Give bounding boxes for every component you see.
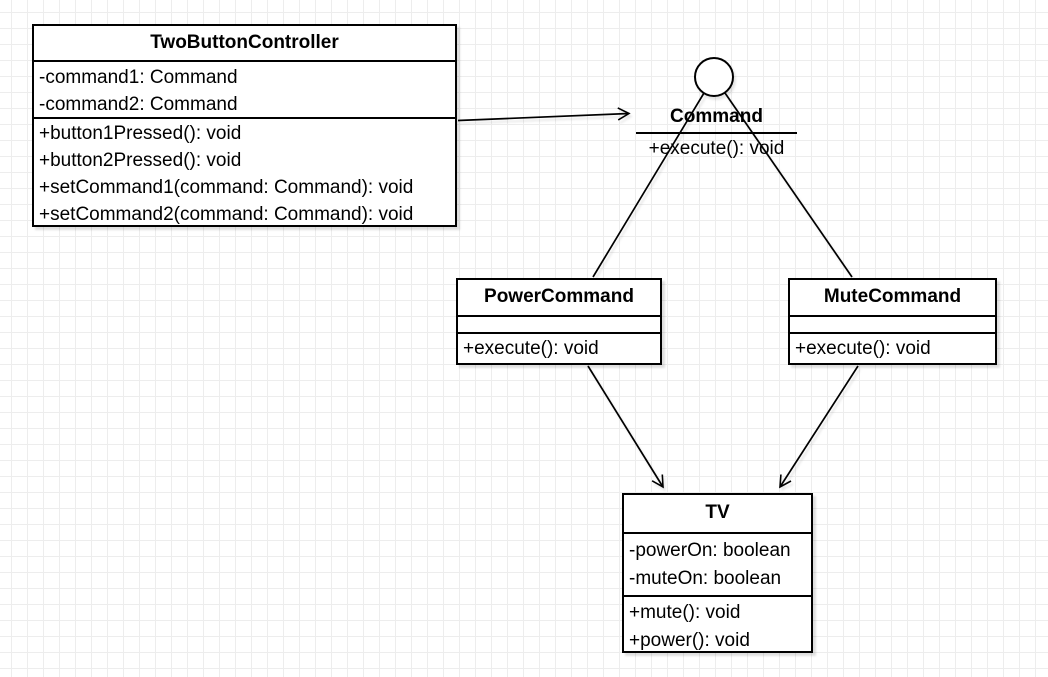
class-attributes: -powerOn: boolean -muteOn: boolean xyxy=(624,534,811,597)
edge-powercommand-to-command[interactable] xyxy=(592,92,705,278)
class-attributes: -command1: Command -command2: Command xyxy=(34,62,455,119)
attribute-line: -command2: Command xyxy=(39,94,238,115)
class-methods: +execute(): void xyxy=(458,334,660,363)
method-line: +power(): void xyxy=(629,630,750,651)
class-twobuttoncontroller[interactable]: TwoButtonController -command1: Command -… xyxy=(32,24,457,227)
class-methods: +button1Pressed(): void +button2Pressed(… xyxy=(34,119,455,225)
class-title: TV xyxy=(624,495,811,534)
attribute-line: -command1: Command xyxy=(39,67,238,88)
class-mutecommand[interactable]: MuteCommand +execute(): void xyxy=(788,278,997,365)
class-tv[interactable]: TV -powerOn: boolean -muteOn: boolean +m… xyxy=(622,493,813,653)
attribute-line: -muteOn: boolean xyxy=(629,568,782,589)
edge-mutecommand-to-command[interactable] xyxy=(724,92,853,278)
interface-command-name[interactable]: Command xyxy=(636,102,797,134)
class-methods: +execute(): void xyxy=(790,334,995,363)
class-title: TwoButtonController xyxy=(34,26,455,62)
class-attributes-empty xyxy=(458,317,660,334)
edge-controller-to-command[interactable] xyxy=(457,107,631,122)
class-attributes-empty xyxy=(790,317,995,334)
edge-powercommand-to-tv[interactable] xyxy=(587,365,664,489)
method-line: +setCommand1(command: Command): void xyxy=(39,177,414,198)
method-line: +setCommand2(command: Command): void xyxy=(39,204,414,225)
interface-command-method: +execute(): void xyxy=(648,138,785,159)
method-line: +mute(): void xyxy=(629,602,741,623)
method-line: +button1Pressed(): void xyxy=(39,123,242,144)
edge-mutecommand-to-tv[interactable] xyxy=(779,365,859,489)
method-line: +button2Pressed(): void xyxy=(39,150,242,171)
class-title: PowerCommand xyxy=(458,280,660,317)
class-methods: +mute(): void +power(): void xyxy=(624,597,811,651)
method-line: +execute(): void xyxy=(463,338,599,359)
class-powercommand[interactable]: PowerCommand +execute(): void xyxy=(456,278,662,365)
attribute-line: -powerOn: boolean xyxy=(629,540,791,561)
class-title: MuteCommand xyxy=(790,280,995,317)
method-line: +execute(): void xyxy=(795,338,931,359)
interface-lollipop-circle-icon[interactable] xyxy=(694,57,734,97)
